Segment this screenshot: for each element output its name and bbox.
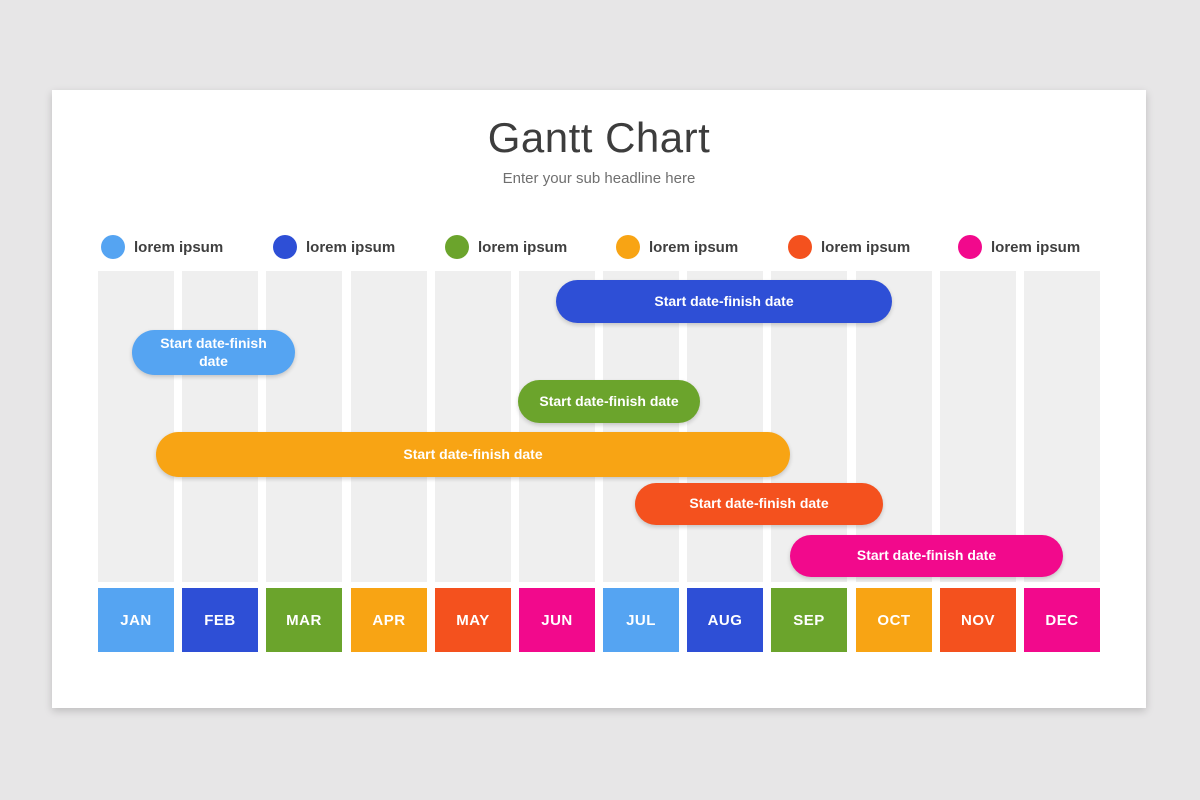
legend-item-2: lorem ipsum (273, 235, 395, 259)
legend-label: lorem ipsum (134, 238, 224, 256)
month-lane-apr (351, 271, 427, 582)
legend-dot-green-icon (445, 235, 469, 259)
legend-item-3: lorem ipsum (445, 235, 567, 259)
month-cell-oct: OCT (856, 588, 932, 652)
month-cell-nov: NOV (940, 588, 1016, 652)
legend-label: lorem ipsum (478, 238, 568, 256)
month-cell-feb: FEB (182, 588, 258, 652)
month-lane-dec (1024, 271, 1100, 582)
slide-canvas: Gantt Chart Enter your sub headline here… (52, 90, 1146, 708)
month-cell-jun: JUN (519, 588, 595, 652)
month-lane-feb (182, 271, 258, 582)
gantt-bar-light-blue: Start date-finish date (132, 330, 295, 375)
month-lane-may (435, 271, 511, 582)
month-cell-sep: SEP (771, 588, 847, 652)
legend-label: lorem ipsum (821, 238, 911, 256)
legend-item-5: lorem ipsum (788, 235, 910, 259)
month-cell-aug: AUG (687, 588, 763, 652)
legend-dot-blue-icon (273, 235, 297, 259)
gantt-bar-orange: Start date-finish date (635, 483, 883, 525)
legend-dot-orange-icon (788, 235, 812, 259)
month-cell-jul: JUL (603, 588, 679, 652)
page-subtitle: Enter your sub headline here (502, 170, 696, 187)
page-title: Gantt Chart (487, 114, 711, 161)
month-cell-jan: JAN (98, 588, 174, 652)
gantt-bar-blue: Start date-finish date (556, 280, 892, 323)
month-lane-jan (98, 271, 174, 582)
legend-dot-amber-icon (616, 235, 640, 259)
month-cell-mar: MAR (266, 588, 342, 652)
gantt-bar-green: Start date-finish date (518, 380, 700, 423)
month-cell-dec: DEC (1024, 588, 1100, 652)
legend-label: lorem ipsum (306, 238, 396, 256)
legend-label: lorem ipsum (649, 238, 739, 256)
gantt-bar-amber: Start date-finish date (156, 432, 790, 477)
legend-item-6: lorem ipsum (958, 235, 1080, 259)
month-cell-apr: APR (351, 588, 427, 652)
legend-item-1: lorem ipsum (101, 235, 223, 259)
gantt-bar-pink: Start date-finish date (790, 535, 1063, 577)
legend-dot-light-blue-icon (101, 235, 125, 259)
month-cell-may: MAY (435, 588, 511, 652)
legend-label: lorem ipsum (991, 238, 1081, 256)
month-lane-nov (940, 271, 1016, 582)
month-lane-mar (266, 271, 342, 582)
legend-item-4: lorem ipsum (616, 235, 738, 259)
legend-dot-pink-icon (958, 235, 982, 259)
